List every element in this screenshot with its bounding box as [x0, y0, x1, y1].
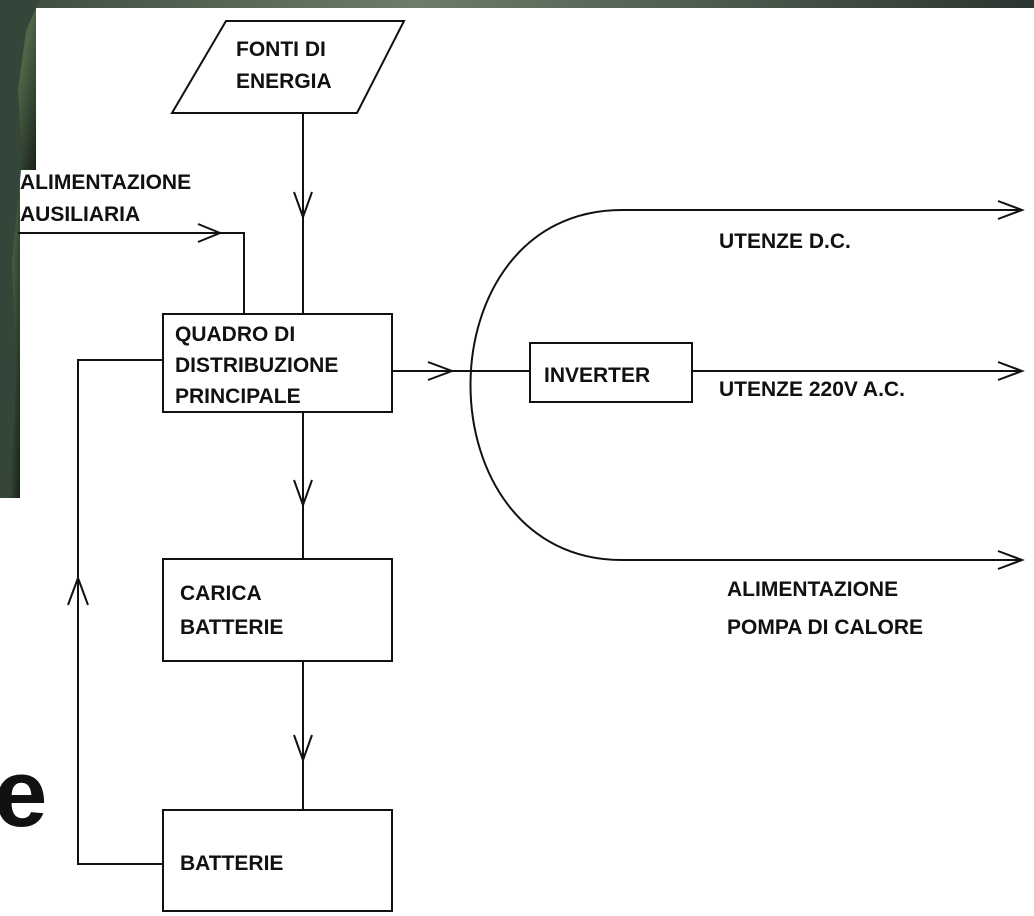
node-quadro-distribuzione: QUADRO DI DISTRIBUZIONE PRINCIPALE [162, 313, 393, 413]
aux-label-line2: AUSILIARIA [20, 203, 140, 226]
fonti-label-line1: FONTI DI [236, 38, 326, 61]
carica-label-line2: BATTERIE [180, 616, 283, 639]
edge-quadro-to-carica [293, 412, 313, 559]
edge-inverter-to-utenze-ac [692, 361, 1025, 381]
edge-to-utenze-dc [622, 200, 1025, 220]
carica-label-line1: CARICA [180, 582, 262, 605]
output-pompa-label-line1: ALIMENTAZIONE [727, 578, 898, 601]
node-carica-batterie: CARICA BATTERIE [162, 558, 393, 662]
node-batterie: BATTERIE [162, 809, 393, 912]
output-utenze-dc-label: UTENZE D.C. [719, 230, 851, 253]
quadro-label-line2: DISTRIBUZIONE [175, 354, 338, 377]
edge-aux-to-quadro [18, 223, 245, 314]
edge-to-pompa-di-calore [622, 550, 1025, 570]
quadro-label-line1: QUADRO DI [175, 323, 295, 346]
edge-quadro-to-outputs [392, 209, 623, 561]
output-utenze-ac-label: UTENZE 220V A.C. [719, 378, 905, 401]
edge-carica-to-batterie [293, 661, 313, 810]
node-inverter: INVERTER [529, 342, 693, 403]
edge-batterie-to-quadro [67, 359, 163, 865]
output-pompa-label-line2: POMPA DI CALORE [727, 616, 923, 639]
edge-fonti-to-quadro [293, 113, 313, 314]
aux-label-line1: ALIMENTAZIONE [20, 171, 191, 194]
background-photo [0, 0, 1034, 498]
quadro-label-line3: PRINCIPALE [175, 385, 301, 408]
batterie-label: BATTERIE [180, 852, 283, 875]
node-alimentazione-ausiliaria: ALIMENTAZIONE AUSILIARIA [20, 171, 191, 226]
inverter-label: INVERTER [544, 364, 650, 387]
node-fonti-di-energia: FONTI DI ENERGIA [170, 20, 406, 114]
fonti-label-line2: ENERGIA [236, 70, 332, 93]
background-title-fragment: e [0, 740, 47, 847]
